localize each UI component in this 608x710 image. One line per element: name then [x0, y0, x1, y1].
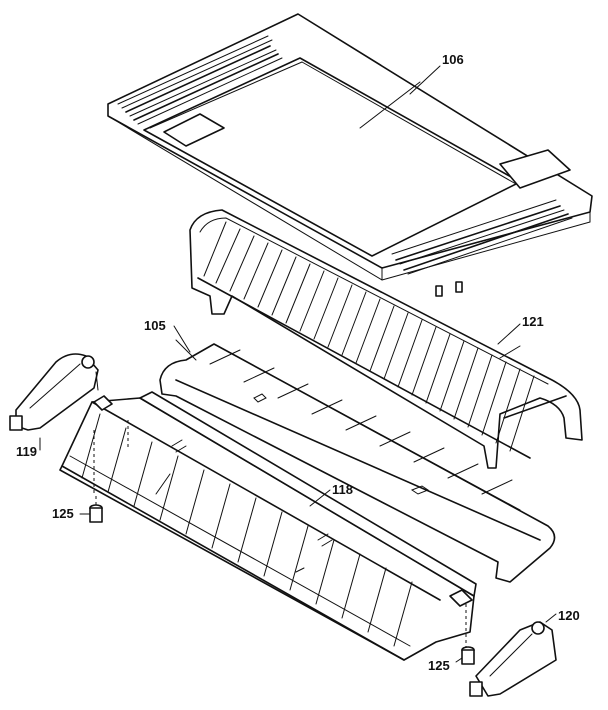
- part-120-right-bracket: [469, 621, 557, 697]
- label-120: 120: [558, 608, 580, 623]
- label-106: 106: [442, 52, 464, 67]
- part-125-pin-left: [89, 496, 103, 523]
- leader-lines: [39, 65, 557, 663]
- label-125-right: 125: [428, 658, 450, 673]
- label-119: 119: [16, 444, 37, 459]
- part-121-ribbed-cover: [189, 209, 583, 469]
- part-125-pin-right: [461, 646, 475, 665]
- label-105: 105: [144, 318, 166, 333]
- label-125-left: 125: [52, 506, 74, 521]
- label-118: 118: [332, 482, 353, 497]
- part-106-tray: [107, 13, 593, 297]
- part-119-left-bracket: [9, 353, 99, 431]
- label-121: 121: [522, 314, 544, 329]
- part-118-main-carriage: [59, 391, 477, 661]
- part-105-guide-panel: [159, 339, 556, 583]
